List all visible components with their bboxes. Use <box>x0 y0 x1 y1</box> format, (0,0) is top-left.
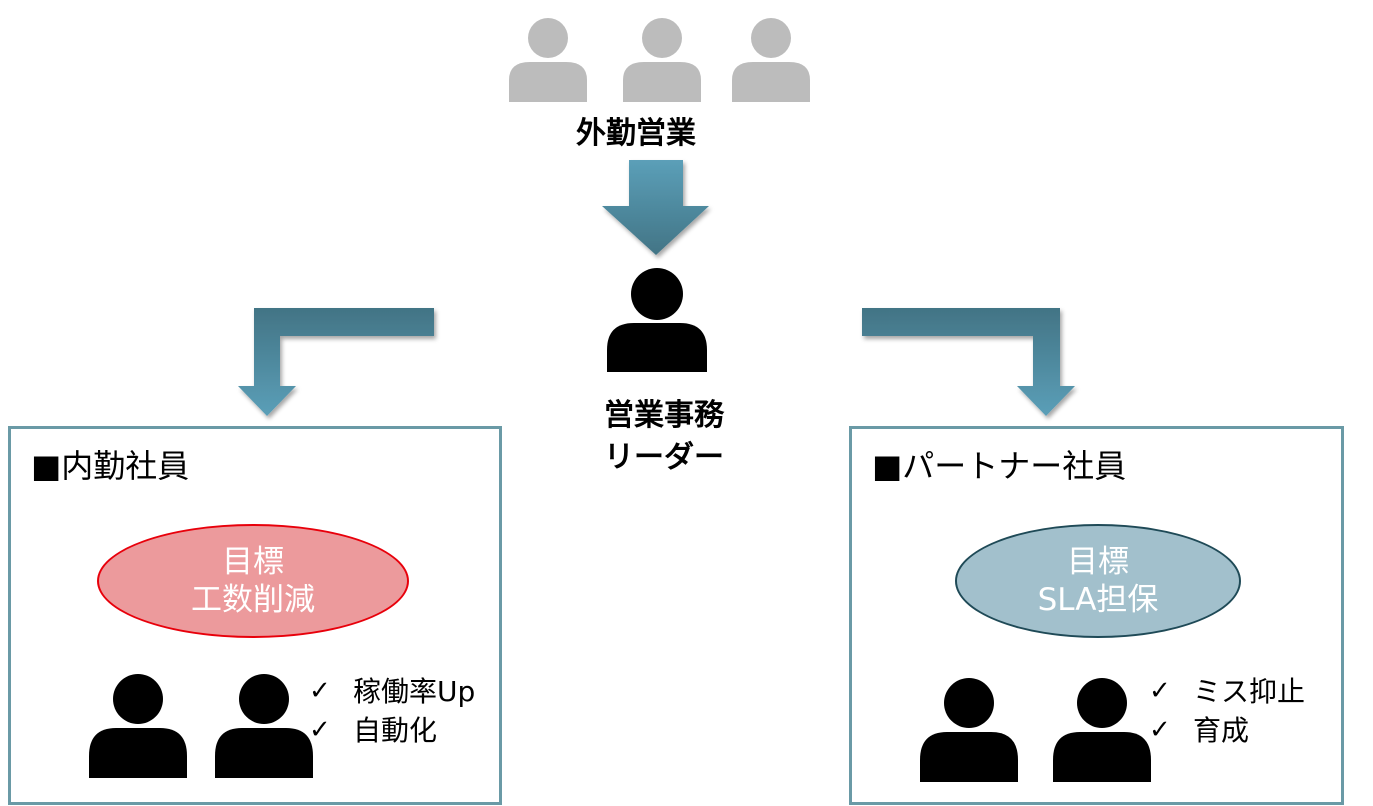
inhouse-staff-box: ■内勤社員 目標 工数削減 ✓ 稼働率Up ✓ 自動化 <box>8 426 502 805</box>
field-sales-person-2 <box>623 18 701 102</box>
inhouse-people <box>89 674 313 778</box>
partner-check-text: ミス抑止 <box>1193 675 1306 708</box>
inhouse-person-2 <box>215 674 313 778</box>
leader-label-line1: 営業事務 <box>604 398 724 433</box>
elbow-arrow-right-icon <box>862 308 1075 416</box>
partner-staff-box: ■パートナー社員 目標 SLA担保 ✓ ミス抑止 ✓ 育成 <box>849 426 1344 805</box>
inhouse-checklist: ✓ 稼働率Up ✓ 自動化 <box>309 672 475 750</box>
check-icon: ✓ <box>1149 715 1171 745</box>
inhouse-check-item: ✓ 自動化 <box>309 711 475 750</box>
inhouse-check-item: ✓ 稼働率Up <box>309 672 475 711</box>
partner-people <box>920 678 1151 782</box>
partner-checklist: ✓ ミス抑止 ✓ 育成 <box>1149 672 1305 750</box>
partner-person-1 <box>920 678 1018 782</box>
partner-goal-line1: 目標 <box>1067 544 1129 580</box>
check-icon: ✓ <box>1149 676 1171 706</box>
inhouse-check-text: 自動化 <box>353 714 438 747</box>
check-icon: ✓ <box>309 676 331 706</box>
inhouse-person-1 <box>89 674 187 778</box>
leader-label: 営業事務 リーダー <box>604 395 724 479</box>
inhouse-goal-line2: 工数削減 <box>191 582 315 618</box>
partner-staff-title: ■パートナー社員 <box>872 447 1127 485</box>
field-sales-label: 外勤営業 <box>576 116 696 151</box>
partner-check-item: ✓ 育成 <box>1149 711 1305 750</box>
partner-check-text: 育成 <box>1193 714 1250 747</box>
elbow-arrow-left-icon <box>238 308 434 416</box>
check-icon: ✓ <box>309 715 331 745</box>
inhouse-staff-title: ■内勤社員 <box>31 447 190 485</box>
leader-label-line2: リーダー <box>604 440 724 475</box>
inhouse-goal-line1: 目標 <box>222 544 284 580</box>
partner-goal-ellipse: 目標 SLA担保 <box>955 524 1241 638</box>
arrow-down-icon <box>602 160 709 255</box>
partner-person-2 <box>1053 678 1151 782</box>
inhouse-goal-ellipse: 目標 工数削減 <box>97 524 409 638</box>
inhouse-check-text: 稼働率Up <box>353 675 476 708</box>
field-sales-person-1 <box>509 18 587 102</box>
partner-check-item: ✓ ミス抑止 <box>1149 672 1305 711</box>
partner-goal-line2: SLA担保 <box>1037 582 1159 618</box>
leader-person-icon <box>607 268 707 372</box>
field-sales-person-3 <box>732 18 810 102</box>
